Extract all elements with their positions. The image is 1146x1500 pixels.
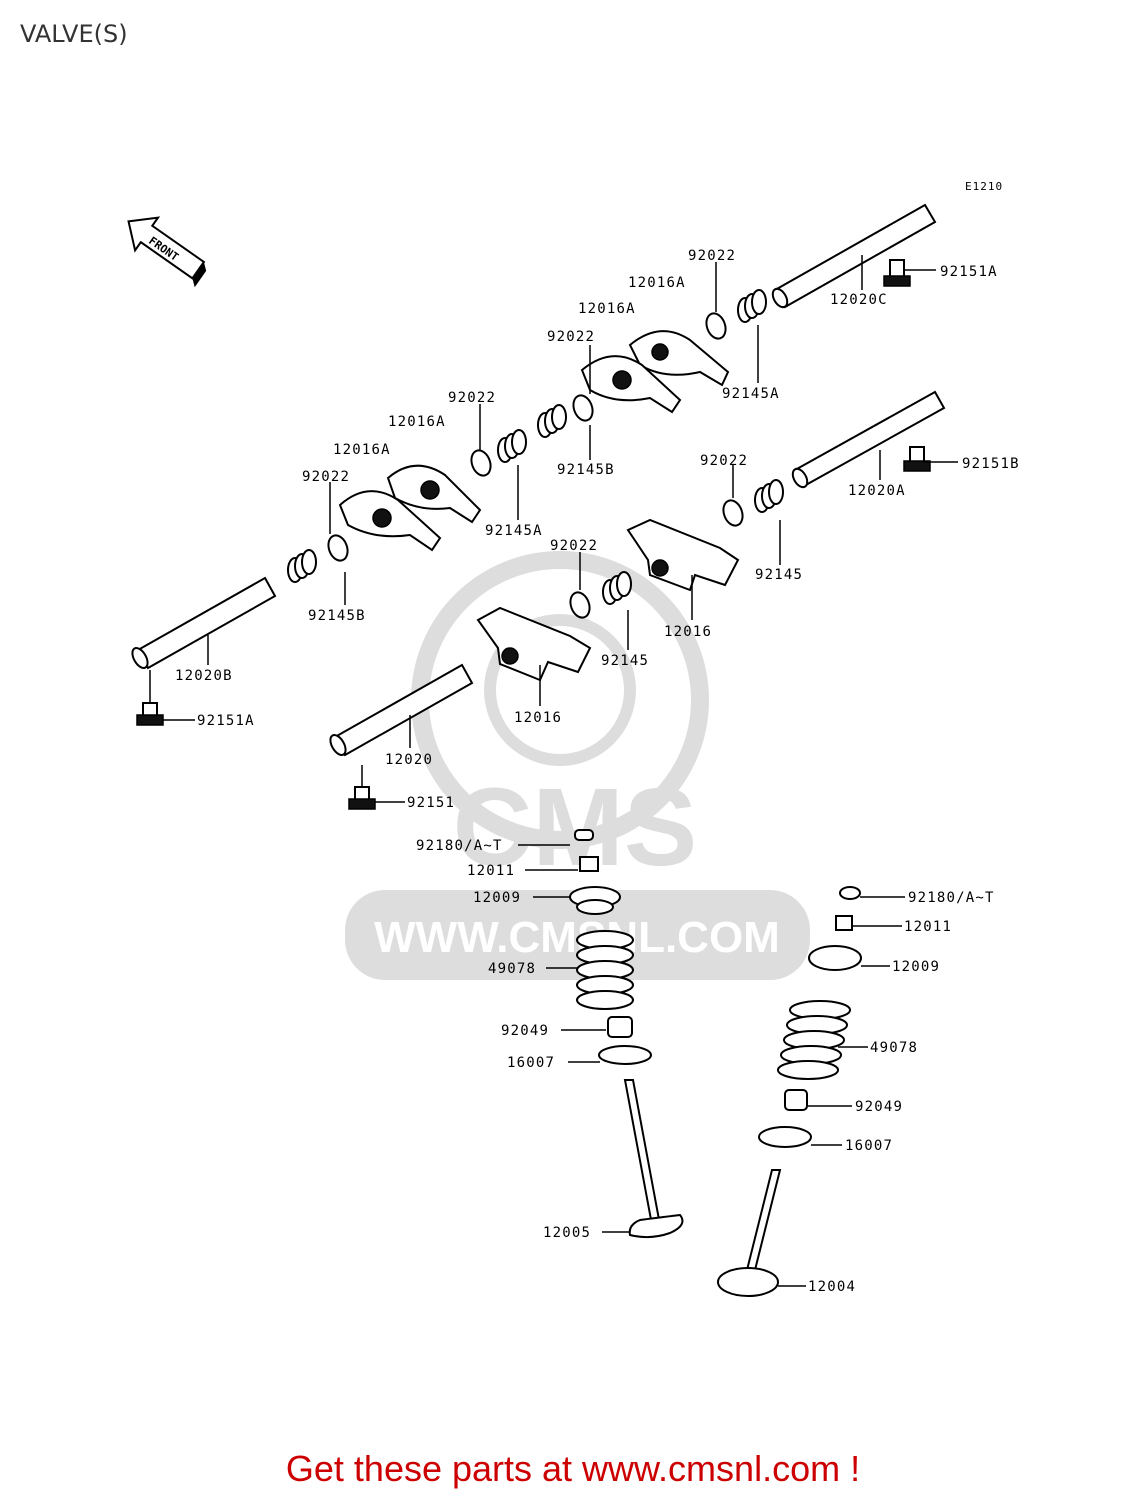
rocker-arm-12016A (580, 355, 682, 414)
spring-92145A (497, 429, 527, 463)
callout-label: 12005 (543, 1225, 591, 1241)
bolt-92151A-left (136, 702, 164, 726)
callout-label: 92151 (407, 795, 455, 811)
callout-labels: 92022 12016A 92151A 12020C 12016A 92022 … (175, 248, 1020, 1295)
callout-label: 12016 (664, 624, 712, 640)
callout-label: 92145A (485, 523, 543, 539)
callout-label: 92022 (547, 329, 595, 345)
spring-92145B (287, 549, 317, 583)
callout-label: 92049 (501, 1023, 549, 1039)
callout-label: 49078 (488, 961, 536, 977)
callout-label: 12009 (473, 890, 521, 906)
callout-label: 92180/A~T (416, 838, 503, 854)
callout-label: 12020C (830, 292, 888, 308)
callout-label: 92151B (962, 456, 1020, 472)
watermark-brand: CMS (453, 766, 697, 889)
callout-label: 92145B (557, 462, 615, 478)
callout-label: 12020B (175, 668, 233, 684)
callout-label: 12011 (467, 863, 515, 879)
washer-92022 (327, 534, 349, 562)
front-arrow-icon: FRONT (127, 216, 207, 288)
washer-92022 (470, 449, 492, 477)
valve-assembly-left (569, 829, 684, 1239)
callout-label: 12016A (578, 301, 636, 317)
callout-label: 49078 (870, 1040, 918, 1056)
callout-label: 92151A (197, 713, 255, 729)
rocker-arm-12016A (628, 330, 730, 387)
callout-label: 12004 (808, 1279, 856, 1295)
callout-label: 92151A (940, 264, 998, 280)
washer-92022 (572, 394, 594, 422)
callout-label: 92180/A~T (908, 890, 995, 906)
valve-assembly-right (717, 886, 862, 1297)
callout-label: 16007 (507, 1055, 555, 1071)
callout-label: 12020 (385, 752, 433, 768)
callout-label: 12016A (388, 414, 446, 430)
shaft-12020B (131, 576, 277, 670)
bolt-92151A-top (883, 259, 911, 287)
spring-92145 (602, 571, 632, 605)
bolt-92151B (903, 446, 931, 472)
callout-label: 92022 (688, 248, 736, 264)
watermark: CMS WWW.CMSNL.COM (345, 551, 810, 980)
washer-92022 (569, 591, 591, 619)
callout-label: 12016 (514, 710, 562, 726)
rocker-arm-12016A (386, 464, 482, 524)
callout-label: 92022 (700, 453, 748, 469)
callout-label: 92022 (550, 538, 598, 554)
callout-label: 12016A (628, 275, 686, 291)
cta-link[interactable]: Get these parts at www.cmsnl.com ! (285, 1448, 861, 1489)
callout-label: 92145B (308, 608, 366, 624)
callout-label: 92145A (722, 386, 780, 402)
callout-label: 92049 (855, 1099, 903, 1115)
washer-92022 (722, 499, 744, 527)
shaft-12020A (791, 390, 946, 489)
callout-label: 16007 (845, 1138, 893, 1154)
spring-92145 (754, 479, 784, 513)
spring-92145B (537, 404, 567, 438)
page-title: VALVE(S) (20, 20, 128, 48)
callout-label: 12009 (892, 959, 940, 975)
callout-label: 92022 (302, 469, 350, 485)
spring-92145A (737, 289, 767, 323)
callout-label: 12020A (848, 483, 906, 499)
rocker-arm-12016 (476, 606, 592, 682)
callout-label: 92145 (601, 653, 649, 669)
callout-label: 92022 (448, 390, 496, 406)
callout-label: 92145 (755, 567, 803, 583)
callout-label: 12016A (333, 442, 391, 458)
washer-92022 (705, 312, 727, 340)
bolt-92151 (348, 786, 376, 810)
shaft-12020C (771, 203, 937, 309)
rocker-arm-12016 (626, 518, 740, 592)
diagram-code: E1210 (965, 180, 1003, 193)
shaft-12020 (329, 663, 474, 757)
callout-label: 12011 (904, 919, 952, 935)
leader-lines (149, 255, 958, 1287)
rocker-arm-12016A (338, 490, 442, 552)
